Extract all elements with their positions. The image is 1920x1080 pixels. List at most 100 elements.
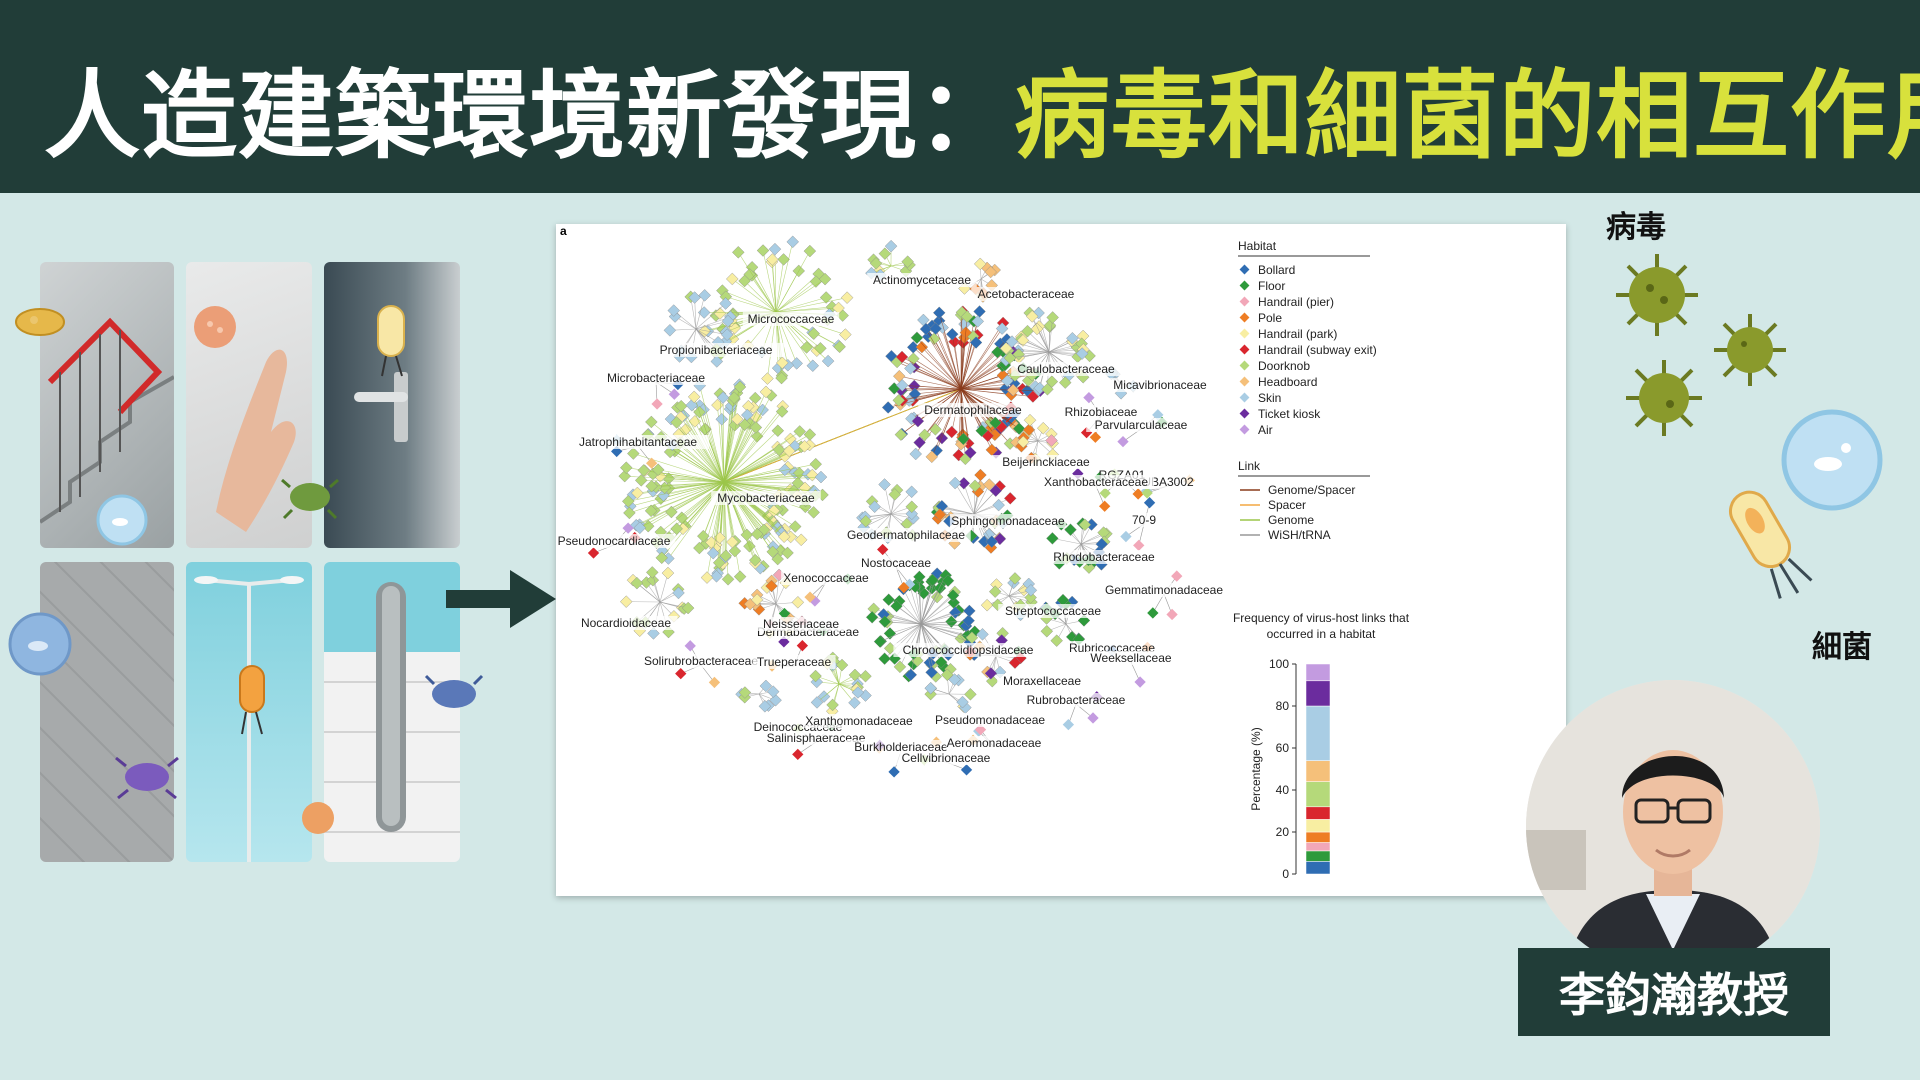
family-label: Trueperaceae: [757, 655, 832, 669]
virus-host-link: [722, 397, 725, 483]
virus-node: [818, 272, 832, 286]
bacterium-icon: [8, 612, 72, 676]
virus-node: [713, 307, 727, 320]
virus-node: [749, 553, 762, 567]
virus-node: [633, 521, 647, 535]
virus-host-link: [690, 296, 697, 330]
virus-node: [941, 574, 955, 587]
virus-host-link: [680, 417, 725, 483]
virus-node: [647, 627, 660, 640]
virus-node: [807, 327, 821, 340]
virus-node: [984, 667, 998, 680]
virus-host-link: [896, 605, 922, 625]
label-background: [945, 736, 1043, 750]
stack-segment: [1305, 680, 1331, 707]
virus-node: [803, 244, 817, 258]
virus-node: [893, 660, 907, 674]
virus-node: [810, 696, 824, 709]
virus-host-link: [775, 297, 827, 313]
virus-host-link: [903, 588, 922, 625]
virus-host-link: [775, 281, 817, 313]
virus-host-link: [1048, 343, 1082, 353]
virus-node: [719, 290, 733, 303]
virus-host-link: [931, 388, 962, 457]
family-label: Neisseriaceae: [763, 617, 839, 631]
virus-node: [989, 484, 1002, 497]
virus-node: [832, 301, 845, 315]
virus-node: [670, 522, 683, 535]
virus-host-link: [973, 498, 1011, 515]
virus-node: [1003, 351, 1017, 365]
virus-node: [645, 415, 658, 429]
legend-label: Headboard: [1258, 375, 1317, 389]
virus-node: [750, 593, 764, 606]
virus-node: [1001, 374, 1014, 388]
chart-title: Frequency of virus-host links that: [1233, 611, 1410, 625]
virus-node: [919, 322, 933, 336]
label-background: [752, 655, 836, 669]
virus-node: [1152, 409, 1164, 421]
bacteria-label: 細菌: [1812, 630, 1872, 665]
virus-host-link: [723, 472, 800, 483]
legend-label: Ticket kiosk: [1258, 407, 1321, 421]
virus-node: [727, 391, 741, 404]
virus-node: [883, 642, 897, 655]
small-family: [1120, 497, 1156, 552]
professor-name-box: 李鈞瀚教授: [1518, 948, 1830, 1036]
virus-node: [644, 504, 658, 518]
virus-node: [968, 479, 982, 493]
virus-host-link: [960, 342, 977, 390]
legend-swatch: [1239, 424, 1250, 435]
virus-node: [878, 652, 891, 665]
virus-host-link: [913, 347, 962, 390]
family-label: Geodermatophilaceae: [847, 528, 965, 542]
small-family: [877, 543, 916, 594]
virus-node: [964, 688, 977, 701]
virus-host-link: [921, 346, 962, 390]
virus-node: [790, 357, 803, 370]
virus-node: [635, 474, 648, 487]
virus-host-link: [920, 623, 967, 627]
family-label: Caulobacteraceae: [1017, 362, 1115, 376]
virus-node: [738, 686, 752, 699]
virus-host-link: [951, 334, 962, 390]
virus-host-link: [938, 312, 962, 390]
virus-node: [775, 405, 789, 418]
virus-node: [1023, 413, 1037, 427]
virus-node: [905, 500, 918, 513]
bacterium-icon: [194, 306, 236, 348]
virus-node: [809, 275, 823, 288]
virus-node: [904, 668, 918, 682]
virus-host-link: [676, 422, 725, 483]
virus-node: [765, 579, 778, 593]
legend-swatch: [1239, 344, 1250, 355]
virus-host-link: [628, 481, 725, 502]
small-family: [1080, 391, 1102, 443]
virus-node: [772, 443, 786, 457]
virus-node: [1141, 487, 1153, 499]
virus-node: [646, 573, 660, 587]
virus-node: [766, 545, 779, 559]
virus-node: [975, 424, 988, 437]
virus-node: [1045, 427, 1058, 441]
virus-node: [777, 530, 791, 543]
virus-node: [962, 614, 975, 627]
virus-host-link: [650, 481, 725, 512]
virus-node: [895, 350, 909, 364]
family-label: Solirubrobacteraceae: [644, 654, 758, 668]
family-label: Micrococcaceae: [748, 312, 835, 326]
family-label: Sphingomonadaceae: [951, 514, 1065, 528]
family-cluster: [881, 305, 1047, 466]
virus-node: [925, 666, 938, 679]
virus-host-link: [960, 375, 1004, 390]
virus-node: [878, 615, 892, 628]
label-background: [1037, 475, 1155, 489]
virus-host-link: [699, 385, 725, 483]
virus-host-link: [1048, 317, 1053, 353]
family-label: Acetobacteraceae: [978, 287, 1075, 301]
virus-node: [771, 552, 784, 566]
virus-node: [620, 595, 633, 608]
bacterium-icon: [281, 478, 339, 520]
virus-host-link: [960, 388, 1012, 396]
